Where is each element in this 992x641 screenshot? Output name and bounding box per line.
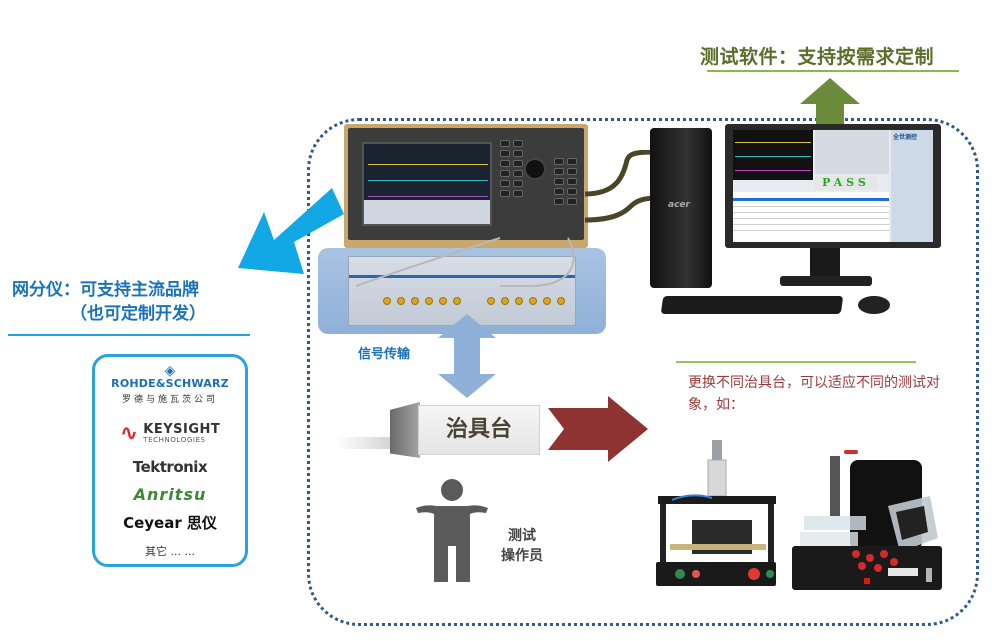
- software-heading: 测试软件：支持按需求定制: [700, 46, 935, 68]
- up-arrow-icon: [800, 78, 860, 128]
- manual-fixture-image: [792, 450, 942, 590]
- pc-tower-image: acer: [650, 128, 712, 288]
- test-software-screen: PASS 全世测控: [733, 130, 933, 242]
- software-pass-indicator: PASS: [815, 176, 877, 190]
- brand-keysight: ∿ KEYSIGHT TECHNOLOGIES: [95, 421, 245, 446]
- data-cables: [584, 150, 660, 223]
- vna-keypad-left: [500, 140, 523, 197]
- brand-list: ◈ ROHDE&SCHWARZ 罗德与施瓦茨公司 ∿ KEYSIGHT TECH…: [92, 354, 248, 567]
- software-params-panel: [815, 130, 889, 174]
- brand-anritsu: Anritsu: [133, 485, 207, 504]
- software-underline: [707, 70, 959, 72]
- network-analyzer-panel: [348, 128, 584, 240]
- fixture-shadow: [336, 437, 392, 449]
- vna-keypad-right: [554, 158, 577, 205]
- signal-transfer-label: 信号传输: [358, 347, 411, 362]
- system-boundary: [307, 118, 979, 626]
- vna-knob-icon: [524, 158, 546, 180]
- switch-box-panel: [348, 256, 576, 326]
- fixture-note-divider: [676, 361, 916, 363]
- software-brand: 全世测控: [893, 134, 918, 141]
- bidirectional-arrow-icon: [438, 314, 496, 398]
- operator-label-line1: 测试: [508, 528, 536, 544]
- rf-cable: [355, 237, 575, 287]
- pc-brand: acer: [668, 200, 690, 210]
- vna-underline: [8, 334, 250, 336]
- brand-tektronix: Tektronix: [132, 458, 208, 476]
- rohde-schwarz-logo-icon: ◈: [164, 363, 176, 379]
- brand-rohde-schwarz: ROHDE&SCHWARZ: [111, 377, 229, 390]
- brand-other: 其它 ... ...: [145, 545, 195, 558]
- operator-icon: [416, 479, 488, 582]
- right-arrow-icon: [548, 396, 648, 462]
- operator-label: 测试 操作员: [501, 526, 543, 566]
- software-results-table: [733, 192, 889, 242]
- keysight-wave-icon: ∿: [119, 421, 139, 446]
- vna-heading: 网分仪：可支持主流品牌 （也可定制开发）: [12, 278, 272, 326]
- vna-heading-line1: 网分仪：可支持主流品牌: [12, 280, 199, 300]
- monitor-stand: [810, 248, 840, 278]
- keysight-sub: TECHNOLOGIES: [143, 435, 206, 444]
- network-analyzer-image: [344, 124, 588, 248]
- keysight-name: KEYSIGHT: [143, 421, 221, 437]
- brand-rohde-schwarz-cn: 罗德与施瓦茨公司: [121, 395, 218, 405]
- monitor-image: PASS 全世测控: [725, 124, 941, 248]
- pneumatic-fixture-image: [656, 440, 776, 586]
- operator-label-line2: 操作员: [501, 548, 543, 564]
- monitor-base: [780, 276, 872, 286]
- fixture-label: 治具台: [418, 405, 540, 455]
- fixture-block-side: [390, 402, 420, 458]
- down-left-arrow-icon: [238, 188, 344, 274]
- software-trace-plot: [733, 130, 813, 180]
- vna-heading-line2: （也可定制开发）: [70, 304, 206, 324]
- brand-ceyear: Ceyear 思仪: [123, 514, 217, 532]
- network-analyzer-screen: [362, 142, 492, 226]
- fixture-note: 更换不同治具台，可以适应不同的测试对象，如：: [688, 375, 940, 413]
- keyboard-image: [660, 296, 844, 314]
- mouse-image: [858, 296, 890, 314]
- software-sidebar: 全世测控: [891, 130, 933, 242]
